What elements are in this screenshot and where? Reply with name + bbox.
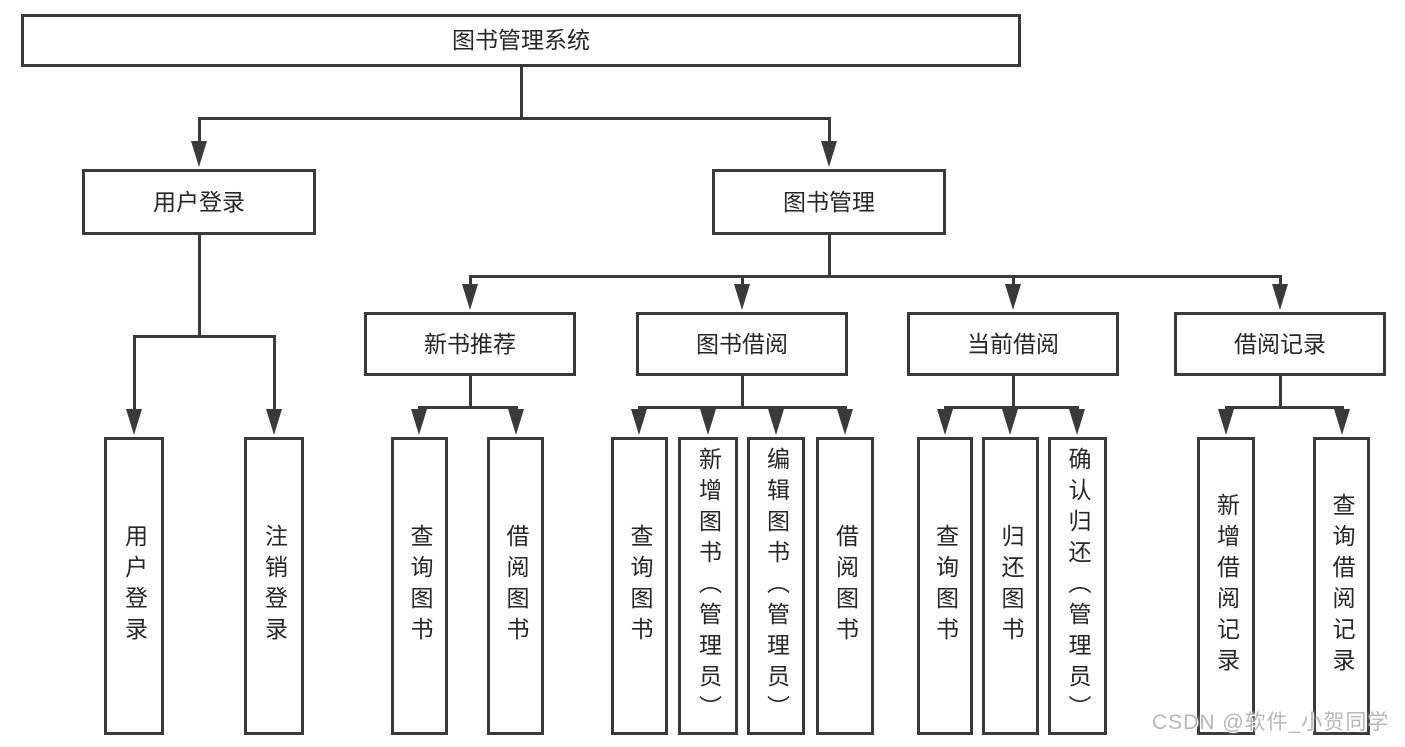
node-root: 图书管理系统: [21, 14, 1021, 67]
connector-cb-stem: [1012, 375, 1015, 408]
connector-book-management-stem: [828, 233, 831, 277]
node-current-borrowing-label: 当前借阅: [967, 330, 1059, 357]
arrow-down-icon: [700, 409, 716, 435]
arrow-down-icon: [768, 409, 784, 435]
node-new-book-recommend: 新书推荐: [364, 312, 576, 376]
arrow-down-icon: [1272, 284, 1288, 310]
arrow-down-icon: [411, 409, 427, 435]
arrow-down-icon: [191, 141, 207, 167]
arrow-down-icon: [266, 409, 282, 435]
connector-user-login-stem: [198, 233, 201, 337]
connector-user-login-branch: [133, 335, 276, 338]
arrow-down-icon: [1218, 409, 1234, 435]
connector-to-login-leaf: [133, 335, 136, 413]
leaf-bb-borrow-books: 借阅图书: [816, 437, 874, 735]
node-borrowing-records-label: 借阅记录: [1234, 330, 1326, 357]
connector-root-stem: [520, 66, 523, 119]
leaf-nbr-query-books-label: 查询图书: [407, 524, 433, 648]
arrow-down-icon: [462, 284, 478, 310]
leaf-br-query-borrow-record-label: 查询借阅记录: [1329, 493, 1355, 679]
node-borrowing-records: 借阅记录: [1174, 312, 1386, 376]
connector-to-borrowing-records: [1279, 275, 1282, 287]
leaf-bb-add-books-admin-label: 新增图书（管理员）: [695, 446, 722, 726]
connector-to-book-borrowing: [741, 275, 744, 287]
node-user-login: 用户登录: [82, 169, 316, 235]
leaf-cb-query-books-label: 查询图书: [932, 524, 959, 648]
node-book-management: 图书管理: [712, 169, 946, 235]
leaf-bb-borrow-books-label: 借阅图书: [832, 524, 859, 648]
leaf-bb-query-books-label: 查询图书: [627, 524, 653, 648]
leaf-logout-label: 注销登录: [261, 524, 288, 648]
arrow-down-icon: [126, 409, 142, 435]
leaf-cb-return-books: 归还图书: [982, 437, 1039, 735]
connector-to-new-book-recommend: [469, 275, 472, 287]
leaf-nbr-query-books: 查询图书: [391, 437, 448, 735]
leaf-cb-confirm-return-admin-label: 确认归还（管理员）: [1065, 446, 1091, 726]
node-root-label: 图书管理系统: [452, 27, 590, 54]
arrow-down-icon: [508, 409, 524, 435]
leaf-user-login: 用户登录: [104, 437, 164, 735]
arrow-down-icon: [821, 141, 837, 167]
leaf-user-login-label: 用户登录: [121, 524, 148, 648]
csdn-watermark: CSDN @软件_小贺同学: [1152, 711, 1390, 734]
arrow-down-icon: [1005, 284, 1021, 310]
arrow-down-icon: [1069, 409, 1085, 435]
connector-nbr-branch: [418, 406, 518, 409]
leaf-logout: 注销登录: [244, 437, 304, 735]
node-new-book-recommend-label: 新书推荐: [424, 330, 516, 357]
arrow-down-icon: [1334, 409, 1350, 435]
connector-to-book-management: [828, 117, 831, 145]
connector-br-stem: [1279, 375, 1282, 408]
leaf-br-add-borrow-record-label: 新增借阅记录: [1213, 493, 1240, 679]
leaf-cb-confirm-return-admin: 确认归还（管理员）: [1048, 437, 1107, 735]
leaf-cb-query-books: 查询图书: [917, 437, 973, 735]
connector-book-management-branch: [469, 275, 1281, 278]
connector-to-logout-leaf: [273, 335, 276, 413]
node-user-login-label: 用户登录: [153, 188, 245, 215]
connector-nbr-stem: [469, 375, 472, 408]
connector-br-branch: [1225, 406, 1343, 409]
arrow-down-icon: [631, 409, 647, 435]
leaf-bb-add-books-admin: 新增图书（管理员）: [678, 437, 738, 735]
connector-bb-stem: [741, 375, 744, 408]
arrow-down-icon: [1002, 409, 1018, 435]
leaf-bb-edit-books-admin-label: 编辑图书（管理员）: [763, 446, 790, 726]
connector-root-branch: [198, 117, 831, 120]
connector-bb-branch: [638, 406, 846, 409]
arrow-down-icon: [734, 284, 750, 310]
node-book-borrowing-label: 图书借阅: [696, 330, 788, 357]
arrow-down-icon: [937, 409, 953, 435]
leaf-br-add-borrow-record: 新增借阅记录: [1197, 437, 1255, 735]
node-current-borrowing: 当前借阅: [907, 312, 1119, 376]
leaf-cb-return-books-label: 归还图书: [998, 524, 1024, 648]
arrow-down-icon: [837, 409, 853, 435]
leaf-br-query-borrow-record: 查询借阅记录: [1313, 437, 1370, 735]
leaf-bb-query-books: 查询图书: [611, 437, 668, 735]
leaf-nbr-borrow-books-label: 借阅图书: [503, 524, 529, 648]
node-book-borrowing: 图书借阅: [636, 312, 848, 376]
node-book-management-label: 图书管理: [783, 188, 875, 215]
connector-to-current-borrowing: [1012, 275, 1015, 287]
leaf-bb-edit-books-admin: 编辑图书（管理员）: [747, 437, 805, 735]
leaf-nbr-borrow-books: 借阅图书: [487, 437, 544, 735]
connector-to-user-login: [198, 117, 201, 145]
